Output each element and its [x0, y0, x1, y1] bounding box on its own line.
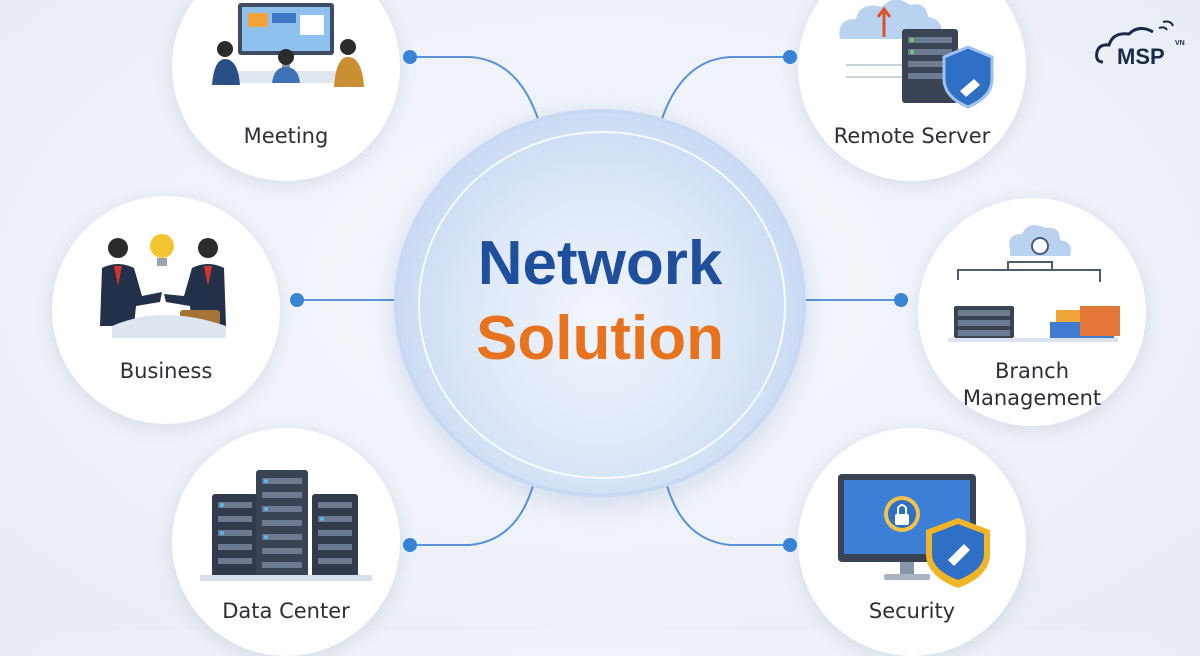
- center-title-solution: Solution: [476, 304, 724, 373]
- msp-cloud-logo-icon: [1095, 20, 1174, 64]
- brand-logo-suffix: VN: [1175, 40, 1185, 47]
- connector-dot: [783, 538, 797, 552]
- connector-remote-server: [659, 56, 790, 126]
- connector-meeting: [410, 56, 541, 126]
- business-handshake-illustration-icon: [100, 234, 226, 338]
- connector-dot: [403, 50, 417, 64]
- connector-dot: [894, 293, 908, 307]
- node-remote-server: Remote Server: [798, 0, 1026, 181]
- node-label-remote-server: Remote Server: [833, 124, 991, 148]
- node-label-branch-line1: Branch: [994, 359, 1070, 383]
- connector-security: [664, 477, 790, 546]
- security-shield-illustration-icon: [838, 474, 990, 588]
- node-data-center: Data Center: [172, 428, 400, 656]
- remote-server-illustration-icon: [839, 0, 994, 109]
- node-label-data-center: Data Center: [222, 599, 350, 623]
- node-label-branch-line2: Management: [962, 386, 1102, 410]
- node-security: Security: [798, 428, 1026, 656]
- node-meeting: Meeting: [172, 0, 400, 181]
- connector-dot: [783, 50, 797, 64]
- connector-lines: [290, 50, 908, 552]
- node-label-meeting: Meeting: [243, 124, 329, 148]
- connector-dot: [290, 293, 304, 307]
- center-circle-ring: [418, 131, 786, 479]
- connector-dot: [403, 538, 417, 552]
- center-title-network: Network: [477, 229, 723, 298]
- data-center-servers-illustration-icon: [200, 470, 372, 581]
- meeting-illustration-icon: [212, 3, 364, 87]
- node-label-business: Business: [119, 359, 213, 383]
- branch-network-illustration-icon: [948, 225, 1120, 342]
- node-business: Business: [52, 196, 280, 424]
- connector-data-center: [410, 477, 536, 546]
- node-label-security: Security: [868, 599, 956, 623]
- node-branch-management: Branch Management: [918, 198, 1146, 426]
- brand-logo-text: MSP: [1117, 44, 1165, 69]
